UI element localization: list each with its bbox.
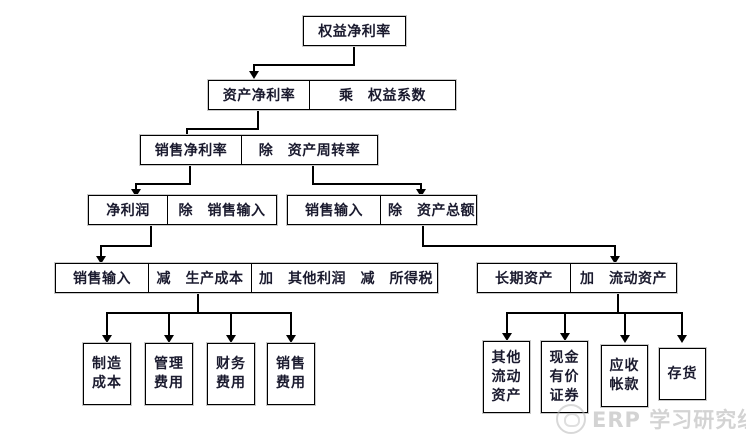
leaf-inventory-line-0: 存货	[667, 365, 698, 382]
arrow-to-cost-breakdown	[96, 256, 106, 264]
connector-sales-input-down	[422, 225, 424, 247]
connector-roa-down	[257, 110, 259, 130]
node-asset-breakdown-cell-1: 加 流动资产	[570, 264, 676, 292]
node-net-margin-cell-1: 除 资产周转率	[241, 136, 377, 164]
leaf-manufacturing-cost[interactable]: 制造 成本	[82, 342, 132, 406]
arrow-leaf-inventory	[677, 335, 687, 343]
connector-leaf-admin-expense	[168, 312, 170, 338]
leaf-cash-securities-line-2: 证券	[549, 387, 580, 404]
leaf-finance-expense[interactable]: 财务 费用	[206, 342, 256, 406]
arrow-to-asset-breakdown	[610, 256, 620, 264]
leaf-other-current-assets-line-1: 流动	[491, 368, 522, 385]
arrow-leaf-manufacturing-cost	[102, 335, 112, 343]
arrow-leaf-receivables	[620, 335, 630, 343]
leaf-sales-expense-line-1: 费用	[276, 375, 306, 391]
leaf-other-current-assets[interactable]: 其他 流动 资产	[482, 340, 531, 414]
connector-right-bus-stem	[617, 293, 619, 314]
connector-left-bus-stem	[197, 293, 199, 314]
leaf-finance-expense-line-0: 财务	[216, 356, 246, 372]
connector-leaf-manufacturing-cost	[106, 312, 108, 338]
node-net-margin[interactable]: 销售净利率 除 资产周转率	[139, 134, 379, 166]
connector-sales-input-across	[422, 245, 616, 247]
arrow-leaf-cash-securities	[560, 333, 570, 341]
node-roe-cell-0: 权益净利率	[318, 24, 391, 40]
connector-cost-breakdown-stem	[100, 245, 102, 260]
leaf-receivables-line-0: 应收	[609, 358, 640, 374]
connector-left-bus	[106, 312, 292, 314]
connector-net-profit-across	[100, 245, 152, 247]
leaf-cash-securities-line-1: 有价	[549, 368, 580, 385]
connector-leaf-inventory	[681, 312, 683, 338]
connector-asset-turnover-across	[312, 183, 422, 185]
node-cost-breakdown[interactable]: 销售输入 减 生产成本 加 其他利润 减 所得税	[54, 262, 440, 294]
leaf-cash-securities[interactable]: 现金 有价 证券	[540, 340, 589, 414]
node-roe[interactable]: 权益净利率	[302, 15, 407, 47]
leaf-manufacturing-cost-line-0: 制造	[92, 356, 122, 372]
node-net-profit[interactable]: 净利润 除 销售输入	[87, 194, 278, 226]
node-net-margin-cell-0: 销售净利率	[154, 143, 228, 159]
node-net-profit-cell-0: 净利润	[106, 203, 150, 219]
node-sales-input-cell-0: 销售输入	[305, 203, 363, 219]
connector-leaf-sales-expense	[290, 312, 292, 338]
connector-net-margin-across	[135, 183, 191, 185]
connector-roa-across	[186, 128, 259, 130]
leaf-inventory[interactable]: 存货	[658, 347, 707, 401]
connector-asset-turnover-down	[312, 165, 314, 185]
leaf-manufacturing-cost-line-1: 成本	[92, 375, 122, 391]
arrow-leaf-finance-expense	[226, 335, 236, 343]
leaf-receivables-line-1: 帐款	[609, 377, 640, 393]
connector-asset-breakdown-stem	[614, 245, 616, 260]
arrow-to-sales-input	[416, 189, 426, 197]
connector-net-margin-down	[189, 165, 191, 185]
leaf-sales-expense-line-0: 销售	[276, 356, 306, 372]
connector-leaf-cash-securities	[564, 312, 566, 336]
node-cost-breakdown-cell-2: 加 其他利润 减 所得税	[251, 264, 440, 292]
leaf-admin-expense-line-0: 管理	[154, 356, 184, 372]
node-cost-breakdown-cell-0: 销售输入	[73, 271, 131, 287]
node-net-profit-cell-1: 除 销售输入	[167, 196, 276, 224]
leaf-sales-expense[interactable]: 销售 费用	[266, 342, 316, 406]
leaf-admin-expense-line-1: 费用	[154, 375, 184, 391]
watermark-text: ERP 学习研究组	[592, 408, 746, 432]
leaf-finance-expense-line-1: 费用	[216, 375, 246, 391]
arrow-leaf-admin-expense	[164, 335, 174, 343]
node-sales-input[interactable]: 销售输入 除 资产总额	[286, 194, 478, 226]
leaf-cash-securities-line-0: 现金	[549, 349, 580, 366]
connector-leaf-finance-expense	[230, 312, 232, 338]
arrow-leaf-other-current-assets	[502, 333, 512, 341]
node-roa-cell-1: 乘 权益系数	[309, 81, 455, 109]
leaf-admin-expense[interactable]: 管理 费用	[144, 342, 194, 406]
arrow-to-net-profit	[131, 189, 141, 197]
connector-leaf-other-current-assets	[506, 312, 508, 336]
connector-roa-stem	[253, 64, 255, 73]
node-cost-breakdown-cell-1: 减 生产成本	[148, 264, 251, 292]
arrow-to-roa	[249, 71, 259, 79]
connector-margin-stem	[186, 128, 188, 136]
connector-sales-input-stem	[420, 183, 422, 191]
connector-net-profit-stem	[135, 183, 137, 191]
connector-right-bus	[506, 312, 683, 314]
leaf-other-current-assets-line-2: 资产	[491, 387, 522, 404]
node-roa[interactable]: 资产净利率 乘 权益系数	[207, 79, 457, 111]
node-asset-breakdown-cell-0: 长期资产	[495, 271, 553, 287]
connector-net-profit-down	[150, 225, 152, 247]
arrow-leaf-sales-expense	[286, 335, 296, 343]
leaf-other-current-assets-line-0: 其他	[491, 349, 522, 366]
connector-roe-across	[253, 64, 355, 66]
leaf-receivables[interactable]: 应收 帐款	[600, 344, 649, 408]
node-asset-breakdown[interactable]: 长期资产 加 流动资产	[476, 262, 678, 294]
node-roa-cell-0: 资产净利率	[222, 88, 296, 104]
connector-leaf-receivables	[624, 312, 626, 338]
node-sales-input-cell-1: 除 资产总额	[380, 196, 482, 224]
connector-roe-down	[353, 46, 355, 66]
